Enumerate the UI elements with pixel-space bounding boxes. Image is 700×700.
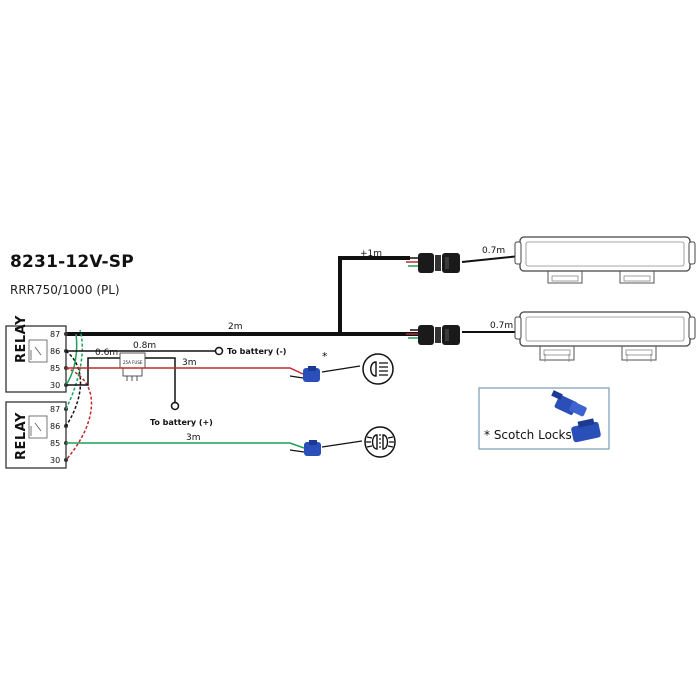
scotch-locks-inset [478, 387, 610, 450]
relay-1-pin-30: 30 [50, 381, 60, 390]
scotch-lock-open-icon [551, 390, 587, 417]
relay-2-pin-30: 30 [50, 456, 60, 465]
scotch-lock-connector-1 [303, 366, 320, 382]
ground-wire [66, 346, 224, 356]
relay-1: RELAY 87 86 85 30 [5, 315, 68, 393]
lightbar-top-length-label: 0.7m [482, 246, 505, 256]
branch-length-label: +1m [360, 249, 382, 259]
relay-2-label: RELAY [14, 412, 29, 460]
product-model: RRR750/1000 (PL) [10, 283, 120, 297]
upper-lightbar-lead [461, 255, 521, 263]
relay-1-pin-85: 85 [50, 364, 60, 373]
product-code: 8231-12V-SP [10, 252, 134, 272]
main-black-wire [66, 256, 410, 336]
scotch-locks-label: * Scotch Locks [484, 428, 572, 442]
main-length-label: 2m [228, 322, 243, 332]
relay-interconnects [65, 329, 93, 461]
relay-2: RELAY 87 86 85 30 [5, 401, 68, 469]
red-signal-length-label: 3m [182, 358, 197, 368]
positive-fused-wire [66, 357, 180, 411]
scotch-lock-connector-2 [304, 440, 321, 456]
scotch-lock-marker: * [322, 350, 328, 363]
relay-1-pin-87: 87 [50, 330, 60, 339]
upper-connector-pair [406, 253, 460, 273]
relay-1-label: RELAY [14, 315, 29, 363]
green-signal-wire [66, 440, 363, 453]
lower-light-bar [514, 311, 696, 362]
red-signal-wire [66, 365, 361, 379]
relay-2-pin-86: 86 [50, 422, 60, 431]
relay-1-pin-86: 86 [50, 347, 60, 356]
scotch-lock-closed-icon [571, 418, 601, 443]
upper-light-bar [514, 236, 696, 284]
ground-destination-label: To battery (-) [227, 347, 286, 356]
relay-2-pin-87: 87 [50, 405, 60, 414]
fuse-rating-label: 25A FUSE [123, 360, 143, 365]
lightbar-bottom-length-label: 0.7m [490, 321, 513, 331]
fuse-length-label: 0.6m [95, 348, 118, 358]
high-beam-icon [362, 353, 394, 385]
ground-length-label: 0.8m [133, 341, 156, 351]
positive-destination-label: To battery (+) [150, 418, 213, 427]
relay-2-pin-85: 85 [50, 439, 60, 448]
fog-light-icon [364, 426, 396, 458]
green-signal-length-label: 3m [186, 433, 201, 443]
lower-connector-pair [406, 325, 460, 345]
fuse-holder: 25A FUSE [119, 352, 146, 381]
